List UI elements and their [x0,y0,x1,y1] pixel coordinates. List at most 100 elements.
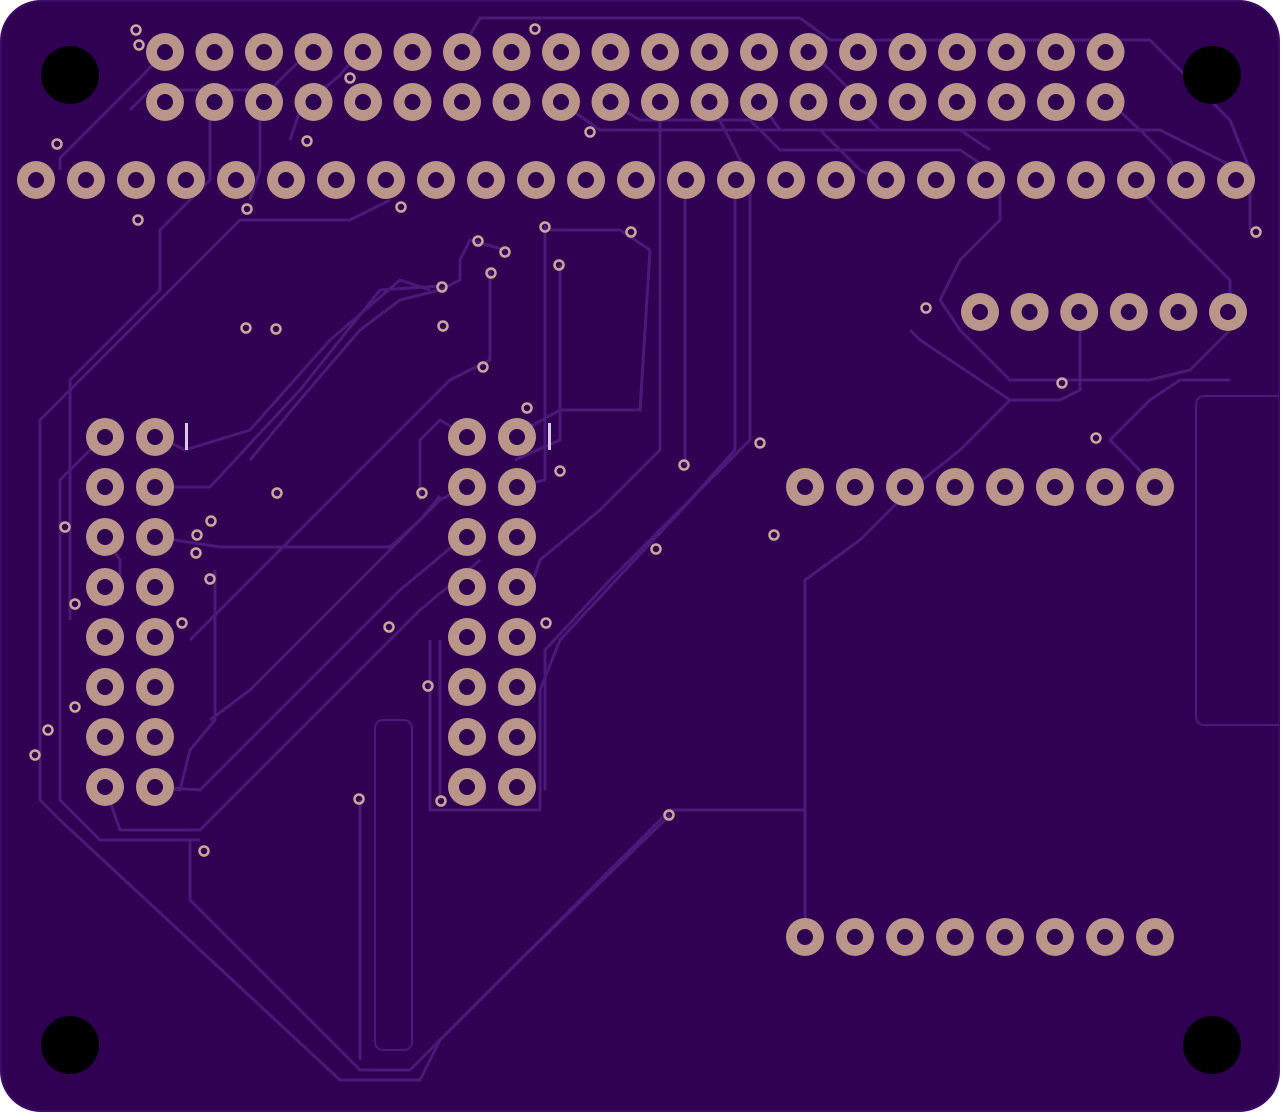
pad-hole [459,779,475,795]
pad-hole [459,529,475,545]
pad-hole [1047,479,1063,495]
gpio-header-pin [492,83,531,121]
pad-hole [1120,304,1137,320]
pad-hole [701,44,718,60]
header-2x8-left-pin [86,468,124,506]
via [51,138,63,150]
via [344,72,356,84]
pad-hole [899,94,916,110]
via [198,845,210,857]
pin-row-long-pin [467,161,505,199]
pad-hole [459,429,475,445]
gpio-header-pin [938,33,976,71]
pad-hole [972,304,988,320]
pin-row-long-pin [267,161,305,199]
pin-row-long-pin [617,161,655,199]
via [422,680,434,692]
pad-hole [1220,304,1236,320]
via [395,201,407,213]
silk-marker [185,423,188,450]
header-8pin-upper-pin [1086,468,1124,506]
pad-hole [602,44,619,60]
header-2x8-left-pin [136,718,174,756]
pin-row-long-pin [67,161,105,199]
pad-hole [1170,304,1187,320]
gpio-header-pin [740,33,778,71]
gpio-header-pin [195,33,234,71]
via [650,543,662,555]
gpio-header-pin [591,83,630,121]
via [754,437,766,449]
mounting-hole [1183,1016,1241,1074]
pad-hole [899,44,916,60]
via [437,320,449,332]
pad-hole [850,94,866,110]
pad-hole [728,172,744,188]
via [416,487,428,499]
header-2x8-left-pin [136,468,174,506]
pad-hole [1097,94,1114,110]
pad-hole [797,929,813,945]
pad-hole [355,44,371,60]
header-8pin-upper-pin [936,468,974,506]
pad-hole [147,579,163,595]
header-2x8-center-pin [448,418,486,456]
header-8pin-lower-pin [1036,918,1074,956]
pad-hole [147,429,163,445]
pin-row-long-pin [867,161,905,199]
header-2x8-center-pin [448,568,486,606]
pad-hole [1048,94,1064,110]
gpio-header-pin [542,83,580,121]
pin-row-long-pin [417,161,455,199]
pad-hole [178,172,194,188]
pad-hole [997,479,1013,495]
pin-row-long-pin [1117,161,1155,199]
via [554,465,566,477]
pad-hole [997,929,1013,945]
gpio-header-pin [245,83,283,121]
header-2x8-left-pin [86,418,124,456]
pad-hole [1078,172,1094,188]
pad-hole [1048,44,1064,60]
gpio-header-pin [591,33,630,71]
header-2x8-center-pin [448,768,486,806]
header-2x8-left-pin [136,568,174,606]
pad-hole [147,479,163,495]
header-6pin-pin [1209,293,1247,331]
gpio-header-pin [1086,33,1125,71]
pad-hole [509,729,525,745]
pad-hole [998,94,1015,110]
pad-hole [97,479,113,495]
pad-hole [157,94,173,110]
gpio-header-pin [938,83,976,121]
pad-hole [454,44,470,60]
via [383,621,395,633]
via [663,809,675,821]
pad-hole [478,172,494,188]
pad-hole [147,529,163,545]
pad-hole [949,44,965,60]
gpio-header-pin [1037,33,1075,71]
pad-hole [256,44,272,60]
pad-hole [553,44,569,60]
pad-hole [998,44,1015,60]
pin-row-long-pin [1017,161,1055,199]
gpio-header-pin [740,83,778,121]
header-2x8-center-pin [498,618,536,656]
pin-row-long-pin [367,161,405,199]
pad-hole [751,94,767,110]
header-6pin-pin [1109,293,1148,331]
pad-hole [800,44,817,60]
header-8pin-upper-pin [986,468,1024,506]
via [678,459,690,471]
pad-hole [928,172,944,188]
pad-hole [778,172,794,188]
silk-marker [548,423,551,450]
pad-hole [509,479,525,495]
pin-row-long-pin [717,161,755,199]
pin-row-long-pin [217,161,255,199]
pad-hole [278,172,294,188]
pad-hole [97,729,113,745]
pad-hole [454,94,470,110]
pad-hole [528,172,544,188]
